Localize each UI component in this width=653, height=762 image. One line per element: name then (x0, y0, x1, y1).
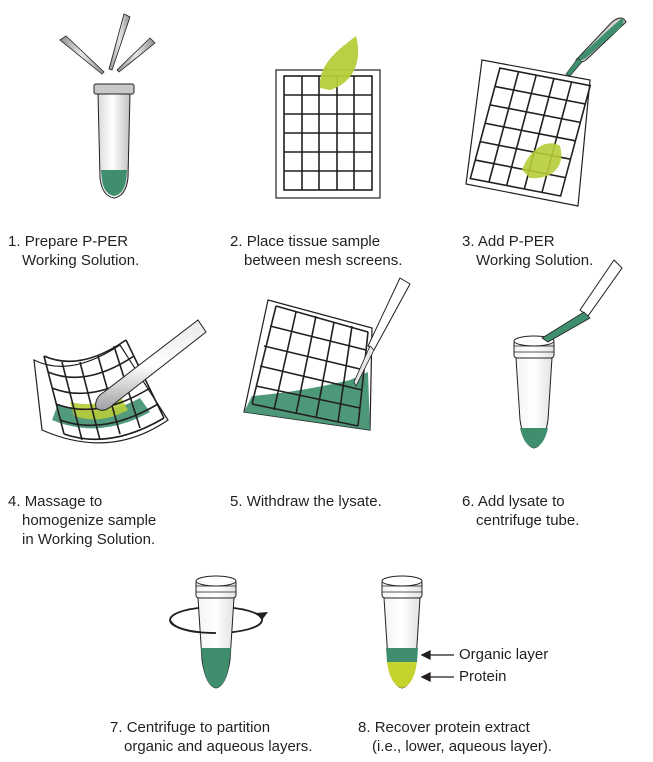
step8-illustration (381, 575, 454, 689)
step3-illustration (465, 17, 627, 207)
step2-caption: 2. Place tissue sample between mesh scre… (230, 233, 403, 269)
callout-arrow-icon (420, 649, 454, 683)
transfer-pipette-icon (541, 259, 623, 343)
step7-illustration (169, 575, 268, 689)
leaf-icon (522, 143, 562, 179)
step6-illustration (513, 259, 623, 449)
glass-rod-icon (95, 319, 207, 411)
step1-illustration (59, 13, 156, 199)
step4-caption: 4. Massage to homogenize sample in Worki… (8, 493, 157, 548)
mesh-screen (251, 305, 369, 427)
step6-caption: 6. Add lysate to centrifuge tube. (462, 493, 580, 529)
centrifuge-tube-icon (513, 335, 555, 449)
step7-caption: 7. Centrifuge to partition organic and a… (110, 719, 313, 755)
transfer-pipette-icon (353, 277, 411, 387)
step1-caption: 1. Prepare P-PER Working Solution. (8, 233, 140, 269)
pipette-tip-icon (59, 13, 156, 75)
step8-caption: 8. Recover protein extract (i.e., lower,… (358, 719, 553, 755)
step5-illustration (243, 277, 411, 431)
step3-caption: 3. Add P-PER Working Solution. (462, 233, 594, 269)
transfer-pipette-icon (565, 17, 627, 77)
protein-label: Protein (459, 668, 507, 685)
centrifuge-tube-icon (195, 575, 237, 689)
step2-illustration (275, 36, 381, 199)
step4-illustration (33, 319, 207, 444)
centrifuge-tube-icon (381, 575, 423, 689)
mesh-screen (283, 75, 373, 191)
organic-layer-label: Organic layer (459, 646, 549, 663)
step5-caption: 5. Withdraw the lysate. (230, 493, 382, 510)
centrifuge-tube-icon (93, 83, 135, 199)
leaf-icon (319, 36, 359, 90)
